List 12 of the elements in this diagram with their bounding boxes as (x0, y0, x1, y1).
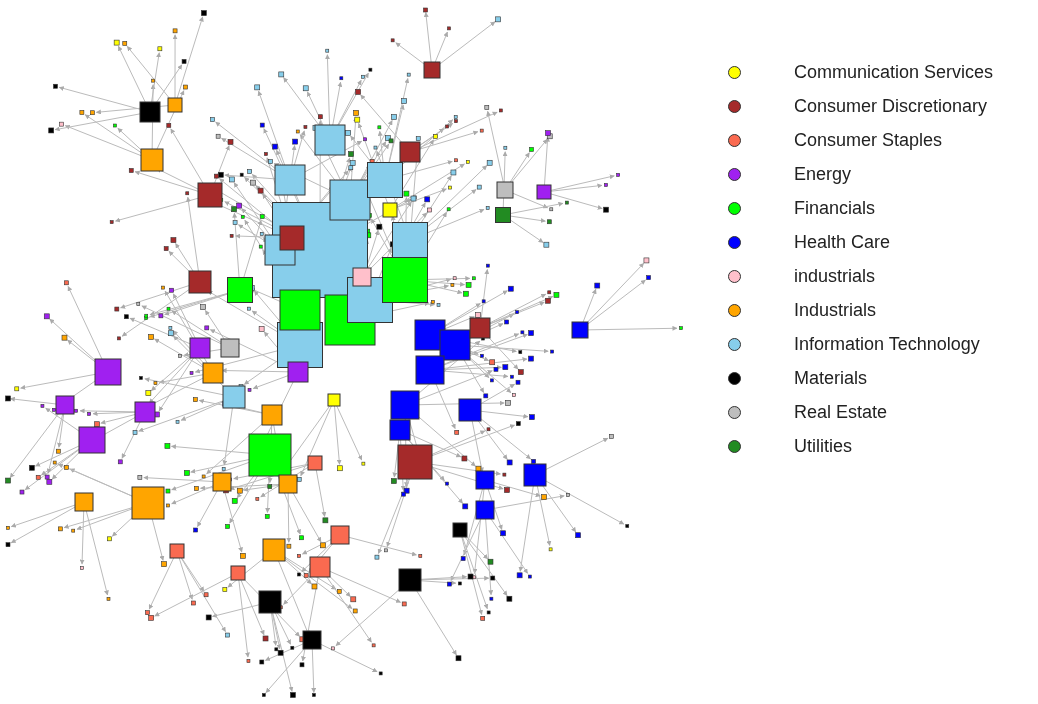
legend-label: Communication Services (794, 61, 994, 83)
legend-label: Consumer Discretionary (794, 95, 988, 117)
legend-label: industrials (794, 265, 876, 287)
legend-label: Materials (794, 367, 868, 389)
legend-label: Information Technology (794, 333, 980, 355)
legend-label: Industrials (794, 299, 877, 321)
legend-label: Financials (794, 197, 876, 219)
legend-label: Health Care (794, 231, 891, 253)
legend-label: Consumer Staples (794, 129, 943, 151)
legend-label: Utilities (794, 435, 852, 457)
legend-label: Real Estate (794, 401, 888, 423)
legend-label: Energy (794, 163, 852, 185)
